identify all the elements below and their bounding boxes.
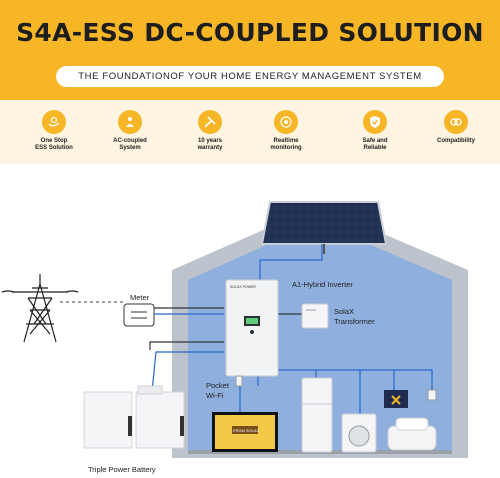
power-tower-icon [1,274,79,343]
feature-label: One Stop [40,138,68,144]
solar-panel [260,201,388,254]
feature-label: Compatibility [436,138,475,144]
system-diagram: Meter SOLAX POWER A1-Hybrid Inverter Sol… [1,201,468,474]
wiring [149,244,433,414]
tv-caption: FROM SOLAX [233,428,260,433]
feature-label: AC-coupled [113,138,147,144]
tools-icon [198,110,222,134]
battery-label: Triple Power Battery [88,465,156,474]
feature-label: 10 years [197,138,223,144]
meter-label: Meter [130,293,150,302]
monitor-target-icon [274,110,298,134]
feature-label: System [119,145,141,151]
feature-label: monitoring [270,145,302,151]
television [212,412,278,452]
hybrid-inverter [225,279,279,377]
feature-compatibility: Compatibility [420,110,492,145]
transformer-label: SolaX [334,307,354,316]
pocket-wifi-dongle [235,375,243,387]
inverter-brand: SOLAX POWER [230,285,256,289]
inverter-label: A1-Hybrid Inverter [292,280,353,289]
refrigerator [301,377,333,453]
feature-label: Safe and [362,138,388,144]
subtitle-pill: THE FOUNDATIONOF YOUR HOME ENERGY MANAGE… [56,66,444,87]
feature-label: warranty [197,145,223,151]
sofa [387,417,437,451]
transformer-label: Transformer [334,317,375,326]
meter [123,303,155,327]
wifi-label: Wi-Fi [206,391,224,400]
wall-socket [427,389,437,401]
feature-label: ESS Solution [35,145,73,151]
solax-logo-mark [391,395,401,405]
hand-power-icon [42,110,66,134]
ac-people-icon [118,110,142,134]
solax-transformer [301,303,329,329]
washing-machine [341,413,377,453]
shield-check-icon [363,110,387,134]
feature-label: Reliable [363,145,387,151]
battery-stack [83,385,185,449]
feature-label: Realtime [273,138,299,144]
page-title: S4A-ESS DC-COUPLED SOLUTION [16,18,484,47]
compatibility-icon [444,110,468,134]
subtitle-text: THE FOUNDATIONOF YOUR HOME ENERGY MANAGE… [78,71,422,82]
wifi-label: Pocket [206,381,230,390]
